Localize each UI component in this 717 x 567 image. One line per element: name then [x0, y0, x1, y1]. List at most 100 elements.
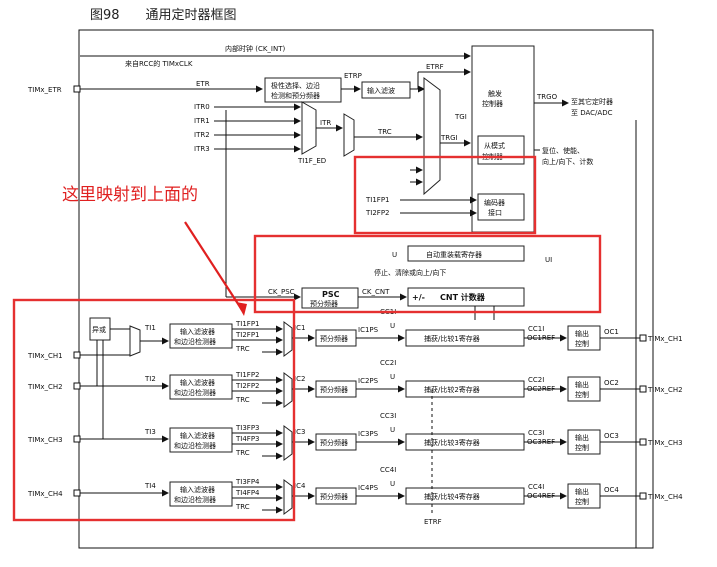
- ti1-mux: [129, 325, 141, 357]
- trigger-text-1: 触发: [488, 89, 502, 98]
- channel-oc-label: OC2: [604, 379, 619, 387]
- ti1fed-label: TI1F_ED: [297, 157, 326, 165]
- channel-fp-a-label: TI3FP4: [235, 478, 260, 486]
- channel-fp-b-label: TI2FP1: [235, 331, 260, 339]
- highlight-encoder-region: [353, 155, 537, 235]
- ic-mux: [283, 321, 293, 357]
- filter-text: 输入滤波器: [180, 431, 215, 440]
- channel-ti-label: TI4: [144, 482, 156, 490]
- figure-title: 图98 通用定时器框图: [90, 8, 237, 23]
- ck-psc-label: CK_PSC: [268, 288, 295, 296]
- output-text-1: 输出: [575, 487, 589, 496]
- trc-mux: [343, 113, 355, 157]
- annotation-text: 这里映射到上面的: [62, 185, 198, 205]
- cnt-pm-text: +/-: [412, 293, 425, 302]
- edge-text: 和边沿检测器: [174, 441, 216, 450]
- pin-out-label: TIMx_CH3: [647, 439, 683, 447]
- ccreg-text: 捕获/比较1寄存器: [424, 334, 480, 343]
- polarity-text-1: 极性选择、边沿: [271, 81, 320, 90]
- psc-text: PSC: [322, 290, 340, 299]
- channel-trc-label: TRC: [235, 345, 250, 353]
- channel-fp-a-label: TI3FP3: [235, 424, 260, 432]
- channel-fp-a-label: TI1FP2: [235, 371, 260, 379]
- cnt-counter-block: [407, 287, 525, 307]
- output-control-block: [567, 325, 601, 351]
- ic-mux: [283, 425, 293, 461]
- ic-prescaler-text: 预分频器: [320, 385, 348, 394]
- etrf-bottom-label: ETRF: [424, 518, 442, 526]
- enc-ti2fp2-label: TI2FP2: [365, 209, 390, 217]
- etrp-label: ETRP: [344, 72, 362, 80]
- channel-ic-label: IC1: [294, 324, 305, 332]
- highlight-input-channels: [12, 298, 296, 522]
- channel-ccflag-label: CC2I: [380, 359, 396, 367]
- ui-label: UI: [545, 256, 552, 264]
- input-filter-text: 输入滤波: [367, 86, 395, 95]
- ic-prescaler-text: 预分频器: [320, 492, 348, 501]
- channel-u-label: U: [390, 322, 395, 330]
- ccreg-text: 捕获/比较2寄存器: [424, 385, 480, 394]
- itr-mux: [301, 101, 317, 155]
- etrf-label: ETRF: [426, 63, 444, 71]
- itr1-label: ITR1: [194, 117, 210, 125]
- channel-fp-b-label: TI4FP3: [235, 435, 260, 443]
- pin-ch4-label: TIMx_CH4: [27, 490, 63, 498]
- slave-text-1: 从模式: [484, 141, 505, 150]
- encoder-block: [477, 193, 525, 221]
- annotation-arrow-line: [184, 221, 243, 311]
- pin-ch1-square: [73, 351, 81, 359]
- edge-text: 和边沿检测器: [174, 388, 216, 397]
- channel-ti-label: TI2: [144, 375, 156, 383]
- pin-out-label: TIMx_CH4: [647, 493, 683, 501]
- pin-out-square: [639, 334, 647, 342]
- polarity-block: [264, 77, 342, 103]
- channel-ic-label: IC4: [294, 482, 306, 490]
- channel-ccflag-right-label: CC4I: [528, 483, 544, 491]
- trgi-label: TRGI: [440, 134, 458, 142]
- ic-mux: [283, 372, 293, 408]
- slave-mode-block: [477, 135, 525, 165]
- xor-text: 异或: [92, 325, 106, 334]
- cnt-text: CNT 计数器: [440, 292, 486, 302]
- channel-u-label: U: [390, 373, 395, 381]
- channel-ccflag-label: CC4I: [380, 466, 396, 474]
- channel-u-label: U: [390, 426, 395, 434]
- output-text-1: 输出: [575, 329, 589, 338]
- output-text-2: 控制: [575, 390, 589, 399]
- pin-out-square: [639, 492, 647, 500]
- channel-oc-label: OC1: [604, 328, 619, 336]
- stop-clear-label: 停止、清除或向上/向下: [374, 268, 446, 277]
- encoder-text-2: 接口: [488, 208, 502, 217]
- channel-icps-label: IC4PS: [358, 484, 379, 492]
- pin-ch3-label: TIMx_CH3: [27, 436, 63, 444]
- channel-ccflag-right-label: CC2I: [528, 376, 544, 384]
- reload-u-label: U: [392, 251, 397, 259]
- rcc-label: 来自RCC的 TIMxCLK: [125, 59, 193, 68]
- output-text-2: 控制: [575, 497, 589, 506]
- channel-icps-label: IC2PS: [358, 377, 379, 385]
- pin-etr-label: TIMx_ETR: [27, 86, 62, 94]
- ccreg-text: 捕获/比较4寄存器: [424, 492, 480, 501]
- channel-u-label: U: [390, 480, 395, 488]
- ck-int-label: 内部时钟 (CK_INT): [225, 44, 286, 53]
- highlight-counter-region: [253, 234, 602, 314]
- channel-trc-label: TRC: [235, 396, 250, 404]
- psc-block: [301, 287, 359, 309]
- filter-text: 输入滤波器: [180, 378, 215, 387]
- output-text-2: 控制: [575, 443, 589, 452]
- channel-ic-label: IC3: [294, 428, 305, 436]
- filter-text: 输入滤波器: [180, 327, 215, 336]
- itr3-label: ITR3: [194, 145, 210, 153]
- auto-reload-register: [407, 245, 525, 262]
- input-filter-edge-block: [169, 323, 233, 349]
- trigger-text-2: 控制器: [482, 99, 503, 108]
- itr2-label: ITR2: [194, 131, 210, 139]
- to-dac-label: 至 DAC/ADC: [571, 109, 613, 117]
- channel-ic-label: IC2: [294, 375, 305, 383]
- pin-ch2-label: TIMx_CH2: [27, 383, 63, 391]
- channel-ccflag-label: CC3I: [380, 412, 396, 420]
- channel-ti-label: TI3: [144, 428, 156, 436]
- pin-out-square: [639, 385, 647, 393]
- channel-ccflag-right-label: CC3I: [528, 429, 544, 437]
